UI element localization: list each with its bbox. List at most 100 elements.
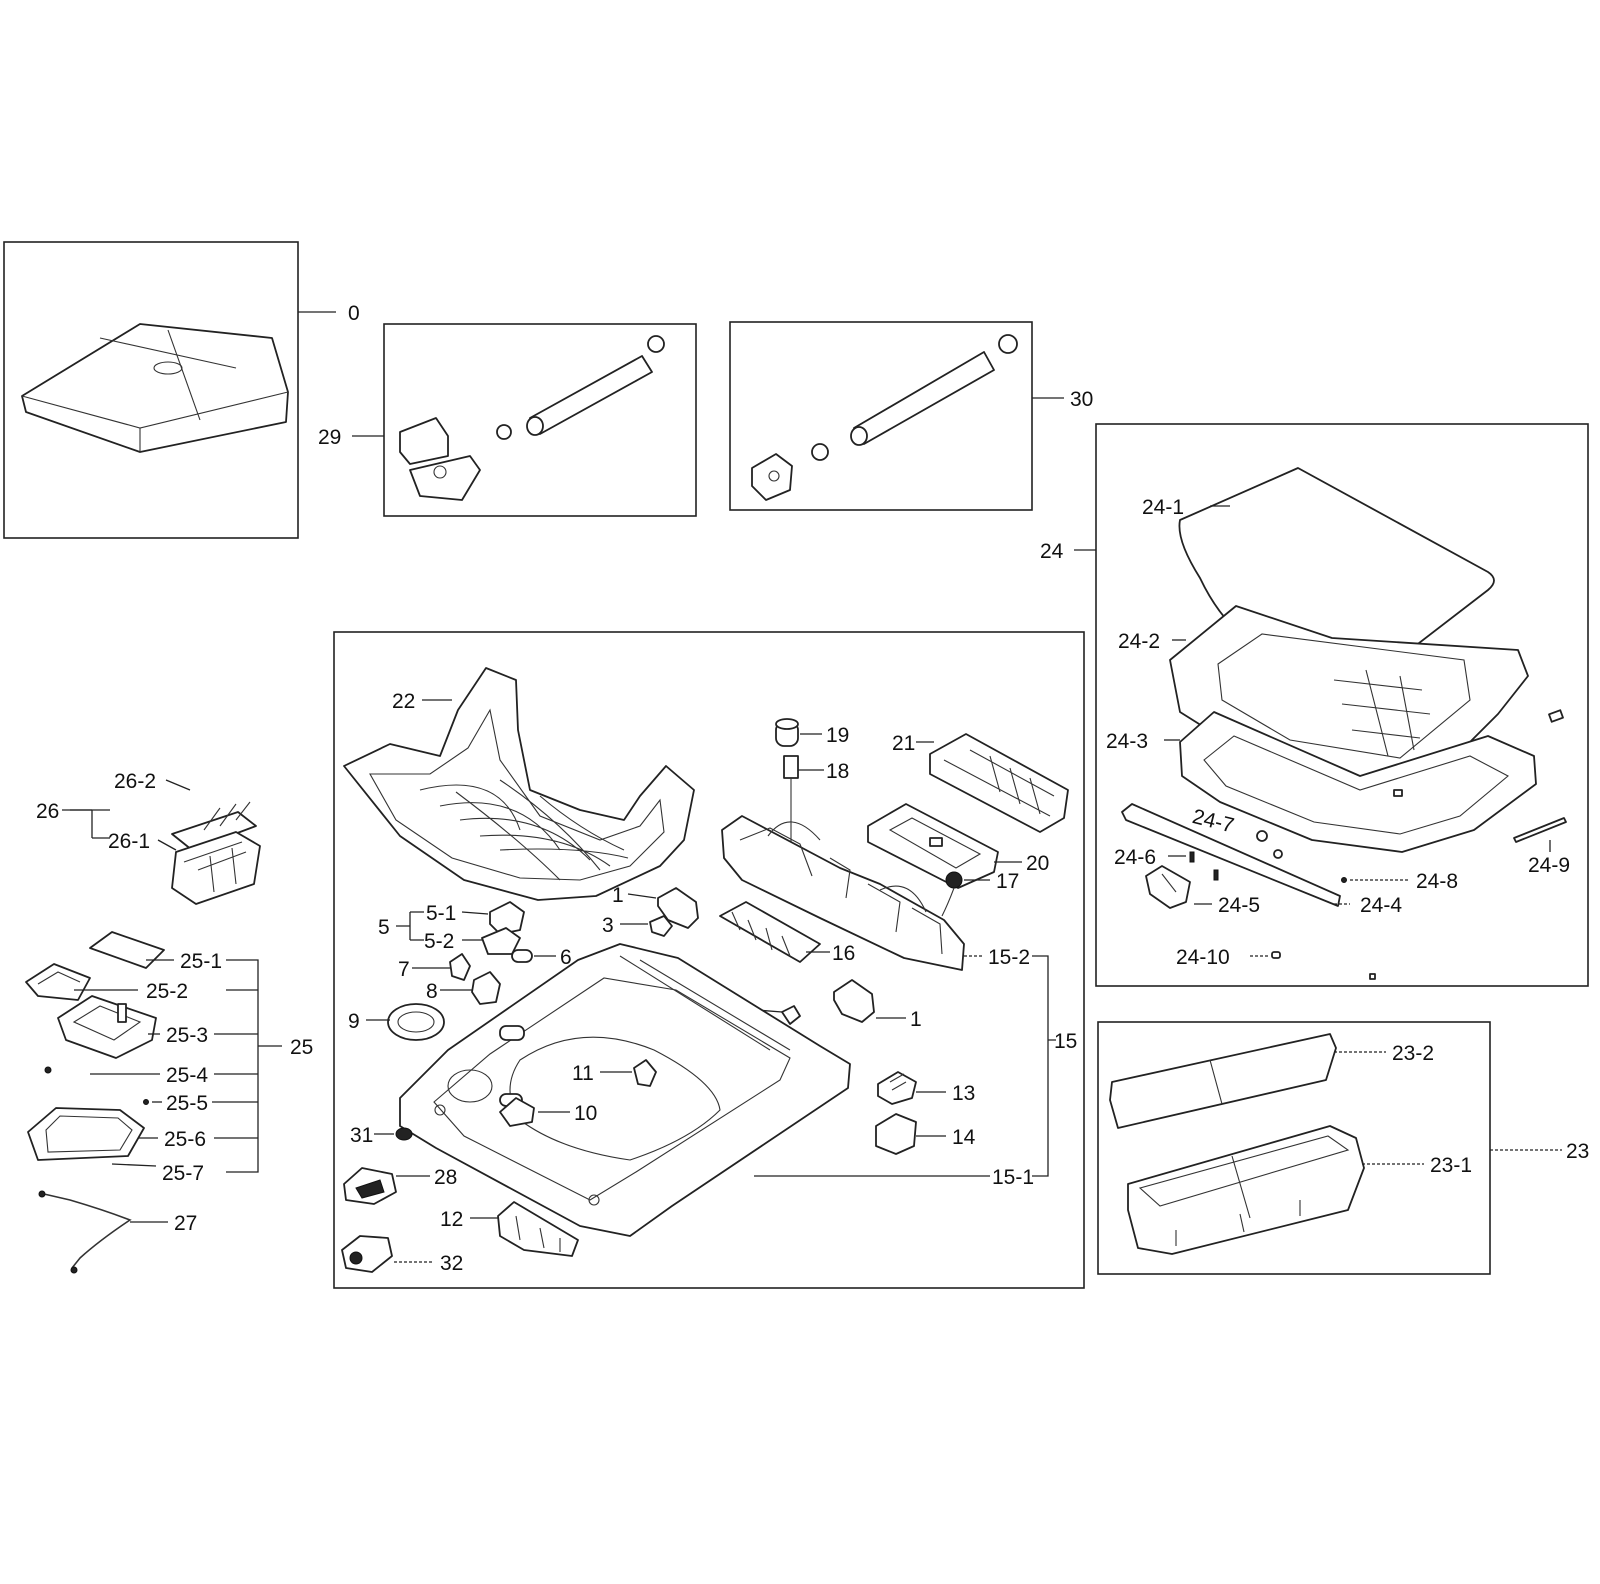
label-0: 0 [348,302,360,325]
label-24-3: 24-3 [1106,730,1148,753]
label-25-3: 25-3 [166,1024,208,1047]
part-28-water-valve[interactable] [343,1167,397,1205]
label-25-1: 25-1 [180,950,222,973]
part-10-nozzle[interactable] [499,1097,535,1127]
label-19: 19 [826,724,849,747]
part-24-8-screw[interactable] [1341,877,1347,883]
label-25-5: 25-5 [166,1092,208,1115]
label-25-7: 25-7 [162,1162,204,1185]
label-18: 18 [826,760,849,783]
part-29-hose-kit[interactable] [399,335,665,501]
label-24-10: 24-10 [1176,946,1230,969]
part-24-4-door-trim[interactable] [1121,803,1341,907]
part-25-2-softener-cup[interactable] [25,963,91,1001]
part-20-pcb-assembly[interactable] [867,803,999,889]
part-9-ring-seal[interactable] [387,1003,445,1041]
part-16-terminal-block[interactable] [719,901,821,963]
part-26-2-dispenser-cover[interactable] [171,801,257,851]
box-kit-30 [729,321,1033,511]
label-25-2: 25-2 [146,980,188,1003]
part-12-hose-bracket[interactable] [497,1201,579,1257]
part-24-9-door-strip[interactable] [1513,817,1567,843]
part-23-1-control-panel[interactable] [1127,1125,1365,1255]
label-24-9: 24-9 [1528,854,1570,877]
label-11: 11 [572,1062,594,1085]
part-7-sensor[interactable] [449,953,471,981]
label-25-6: 25-6 [164,1128,206,1151]
part-24-10-stopper[interactable] [1271,951,1376,980]
part-23-2-panel-overlay[interactable] [1109,1033,1337,1129]
label-15-2: 15-2 [988,946,1030,969]
label-13: 13 [952,1082,975,1105]
part-25-5-pin[interactable] [143,1099,149,1105]
label-26-2: 26-2 [114,770,156,793]
part-1-hinge-left[interactable] [657,887,699,929]
label-24-2: 24-2 [1118,630,1160,653]
part-1-hinge-right[interactable] [833,979,875,1023]
label-22: 22 [392,690,415,713]
part-0-top-cover[interactable] [21,323,289,453]
label-25-4: 25-4 [166,1064,208,1087]
part-8-valve-bracket[interactable] [471,971,501,1005]
label-14: 14 [952,1126,976,1149]
part-31-cap[interactable] [395,1127,413,1141]
label-30: 30 [1070,388,1093,411]
label-21: 21 [892,732,915,755]
part-11-clamp[interactable] [633,1059,657,1087]
label-3: 3 [602,914,614,937]
part-21-pcb-cover[interactable] [929,733,1069,833]
label-24-6: 24-6 [1114,846,1156,869]
part-24-3-door-frame-lower[interactable] [1179,709,1564,853]
box-assembly-0 [3,241,299,539]
part-5-2-lock-switch-bottom[interactable] [481,927,521,955]
box-frame-assembly [333,631,1085,1289]
label-9: 9 [348,1010,360,1033]
label-7: 7 [398,958,410,981]
part-15-1-top-frame[interactable] [399,943,851,1237]
part-4-hinge-pin[interactable] [781,1005,801,1025]
label-26: 26 [36,800,59,823]
label-23: 23 [1566,1140,1589,1163]
label-26-1: 26-1 [108,830,150,853]
label-24-1: 24-1 [1142,496,1184,519]
part-15-2-control-housing[interactable] [721,815,965,971]
box-assembly-23 [1097,1021,1491,1275]
part-5-1-lock-switch-top[interactable] [489,901,525,935]
box-kit-29 [383,323,697,517]
label-28: 28 [434,1166,457,1189]
label-12: 12 [440,1208,463,1231]
label-15-1: 15-1 [992,1166,1034,1189]
part-27-wire-harness[interactable] [38,1190,132,1274]
part-17-buzzer[interactable] [941,871,963,917]
label-5: 5 [378,916,390,939]
label-24-5: 24-5 [1218,894,1260,917]
label-10: 10 [574,1102,597,1125]
label-5-1: 5-1 [426,902,456,925]
label-31: 31 [350,1124,373,1147]
part-26-1-dispenser-drawer[interactable] [171,831,261,905]
part-6-grommet[interactable] [511,949,533,963]
box-assembly-24 [1095,423,1589,987]
part-25-3-bleach-cup[interactable] [57,995,157,1059]
label-24: 24 [1040,540,1064,563]
part-14-filter-housing[interactable] [875,1113,917,1155]
part-32-sensor-assembly[interactable] [341,1235,393,1273]
part-30-hose-kit[interactable] [751,334,1018,501]
part-22-control-panel-frame[interactable] [343,667,695,901]
part-24-6-door-spring[interactable] [1189,851,1219,881]
label-24-4: 24-4 [1360,894,1402,917]
label-20: 20 [1026,852,1049,875]
part-24-5-door-handle[interactable] [1145,865,1191,909]
part-25-6-dispenser-housing[interactable] [27,1107,145,1161]
part-13-filter[interactable] [877,1071,917,1105]
label-15: 15 [1054,1030,1077,1053]
label-25: 25 [290,1036,313,1059]
part-25-4-pin[interactable] [44,1066,52,1074]
part-24-7-door-hinge-clip[interactable] [1256,830,1283,859]
label-8: 8 [426,980,438,1003]
part-25-1-dispenser-lid[interactable] [89,931,165,969]
label-23-2: 23-2 [1392,1042,1434,1065]
part-19-knob[interactable] [775,718,799,747]
part-3-hinge-clip[interactable] [649,915,673,937]
